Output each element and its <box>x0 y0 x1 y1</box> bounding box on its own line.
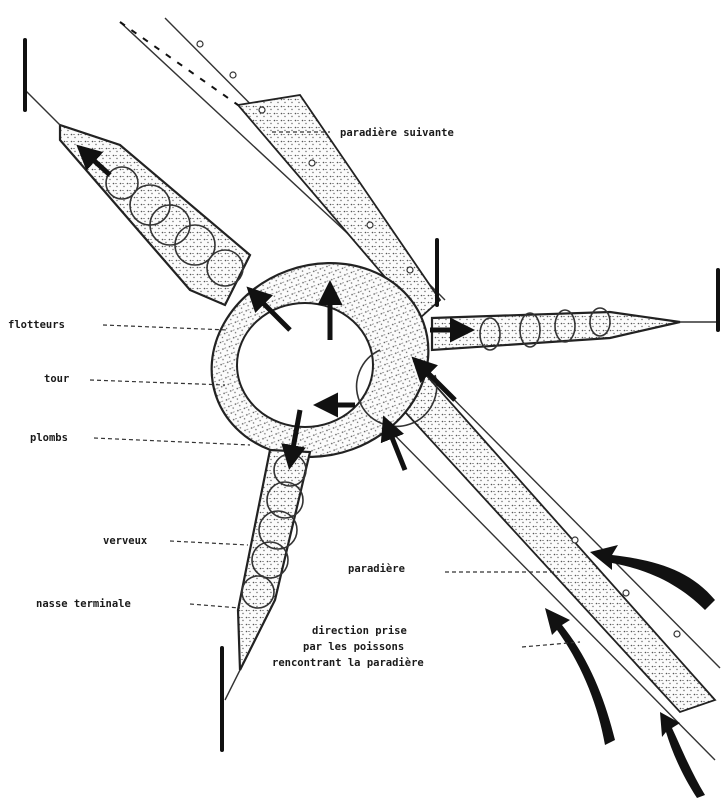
label-direction-line3: rencontrant la paradière <box>272 657 424 669</box>
label-tower: tour <box>44 373 69 385</box>
fyke-net-right <box>432 270 718 350</box>
approach-arrow-3 <box>660 712 705 798</box>
label-direction-line2: par les poissons <box>303 641 404 653</box>
label-weights: plombs <box>30 432 68 444</box>
label-barrier: paradière <box>348 563 405 575</box>
arrow-from-barrier <box>385 420 405 470</box>
label-floats: flotteurs <box>8 319 65 331</box>
label-terminal-trap: nasse terminale <box>36 598 131 610</box>
label-fyke-net: verveux <box>103 535 148 547</box>
fyke-net-upper-left <box>25 40 250 305</box>
label-direction-line1: direction prise <box>312 625 407 637</box>
fyke-net-lower <box>222 450 310 750</box>
label-next-barrier: paradière suivante <box>340 127 454 139</box>
